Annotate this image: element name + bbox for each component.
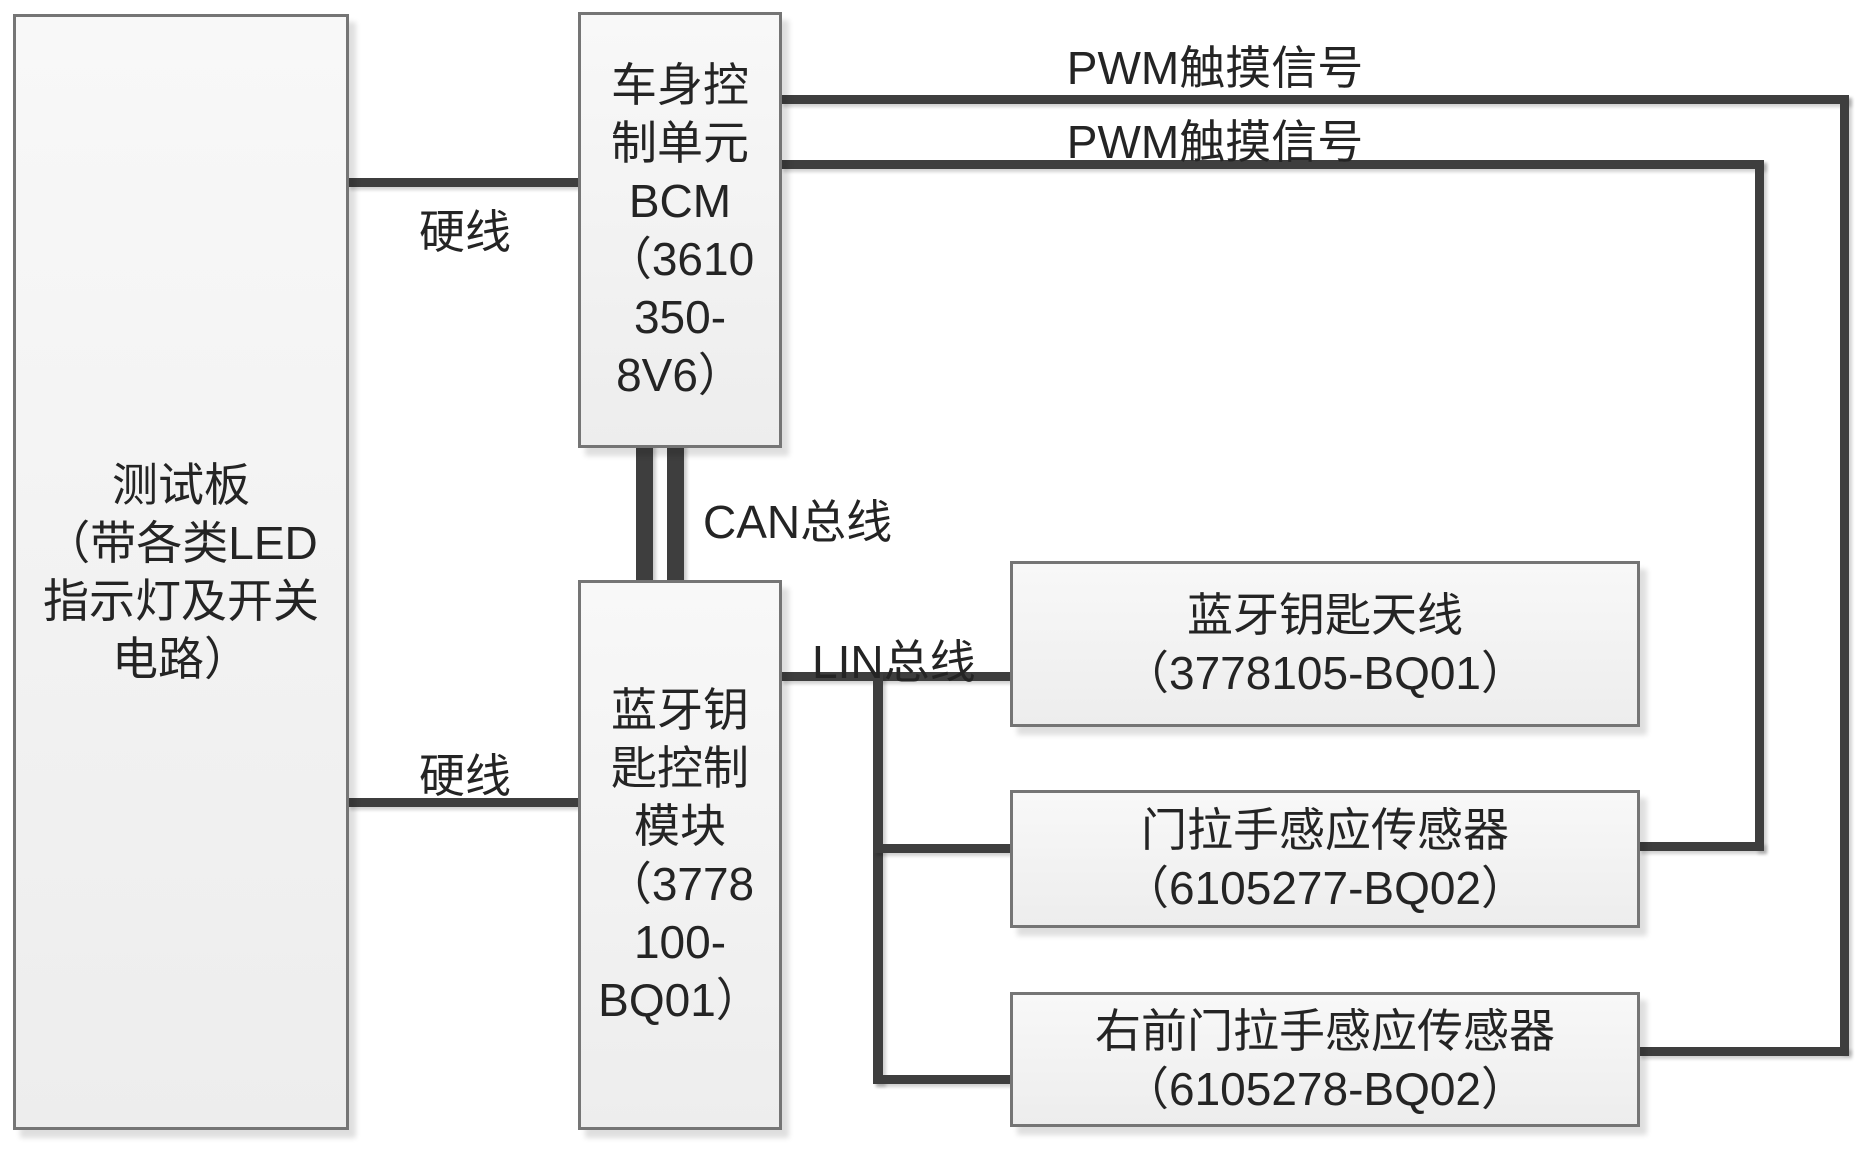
lin-bus-branch-to-right-front-sensor: [873, 1075, 1010, 1084]
test-board-label: 测试板 （带各类LED 指示灯及开关 电路）: [43, 459, 319, 685]
pwm-signal-line-1-vertical: [1840, 95, 1849, 1053]
hard-wire-line-top: [347, 178, 580, 187]
pwm-signal-line-2-vertical: [1755, 160, 1764, 851]
hard-wire-label-bottom: 硬线: [419, 750, 511, 802]
bcm-label: 车身控 制单元 BCM （3610 350- 8V6）: [605, 59, 755, 401]
pwm-signal-label-2: PWM触摸信号: [1066, 116, 1364, 168]
pwm-signal-line-1-to-right-front-sensor: [1638, 1047, 1849, 1056]
door-handle-sensor-label: 门拉手感应传感器 （6105277-BQ02）: [1122, 804, 1528, 914]
hard-wire-label-top: 硬线: [419, 206, 511, 258]
pwm-signal-label-1: PWM触摸信号: [1066, 42, 1364, 94]
right-front-door-handle-sensor-label: 右前门拉手感应传感器 （6105278-BQ02）: [1095, 1004, 1555, 1115]
node-right-front-door-handle-sensor: 右前门拉手感应传感器 （6105278-BQ02）: [1010, 992, 1640, 1127]
can-bus-label: CAN总线: [703, 496, 893, 548]
node-bluetooth-key-module: 蓝牙钥 匙控制 模块 （3778 100- BQ01）: [578, 580, 782, 1130]
node-door-handle-sensor: 门拉手感应传感器 （6105277-BQ02）: [1010, 790, 1640, 928]
lin-bus-label: LIN总线: [812, 636, 976, 688]
hard-wire-line-bottom: [347, 798, 580, 807]
node-bcm: 车身控 制单元 BCM （3610 350- 8V6）: [578, 12, 782, 448]
pwm-signal-line-1-horizontal: [780, 95, 1849, 104]
bluetooth-key-antenna-label: 蓝牙钥匙天线 （3778105-BQ01）: [1122, 589, 1528, 699]
can-bus-line-2: [667, 437, 684, 595]
pwm-signal-line-2-to-door-sensor: [1638, 842, 1764, 851]
pwm-signal-line-2-horizontal: [780, 160, 1764, 169]
node-bluetooth-key-antenna: 蓝牙钥匙天线 （3778105-BQ01）: [1010, 561, 1640, 727]
bluetooth-key-module-label: 蓝牙钥 匙控制 模块 （3778 100- BQ01）: [598, 684, 762, 1026]
lin-bus-branch-to-door-sensor: [873, 844, 1010, 853]
lin-bus-line-to-antenna: [780, 672, 1010, 681]
node-test-board: 测试板 （带各类LED 指示灯及开关 电路）: [13, 14, 349, 1130]
lin-bus-trunk-vertical: [873, 672, 883, 1084]
can-bus-line-1: [636, 437, 653, 595]
